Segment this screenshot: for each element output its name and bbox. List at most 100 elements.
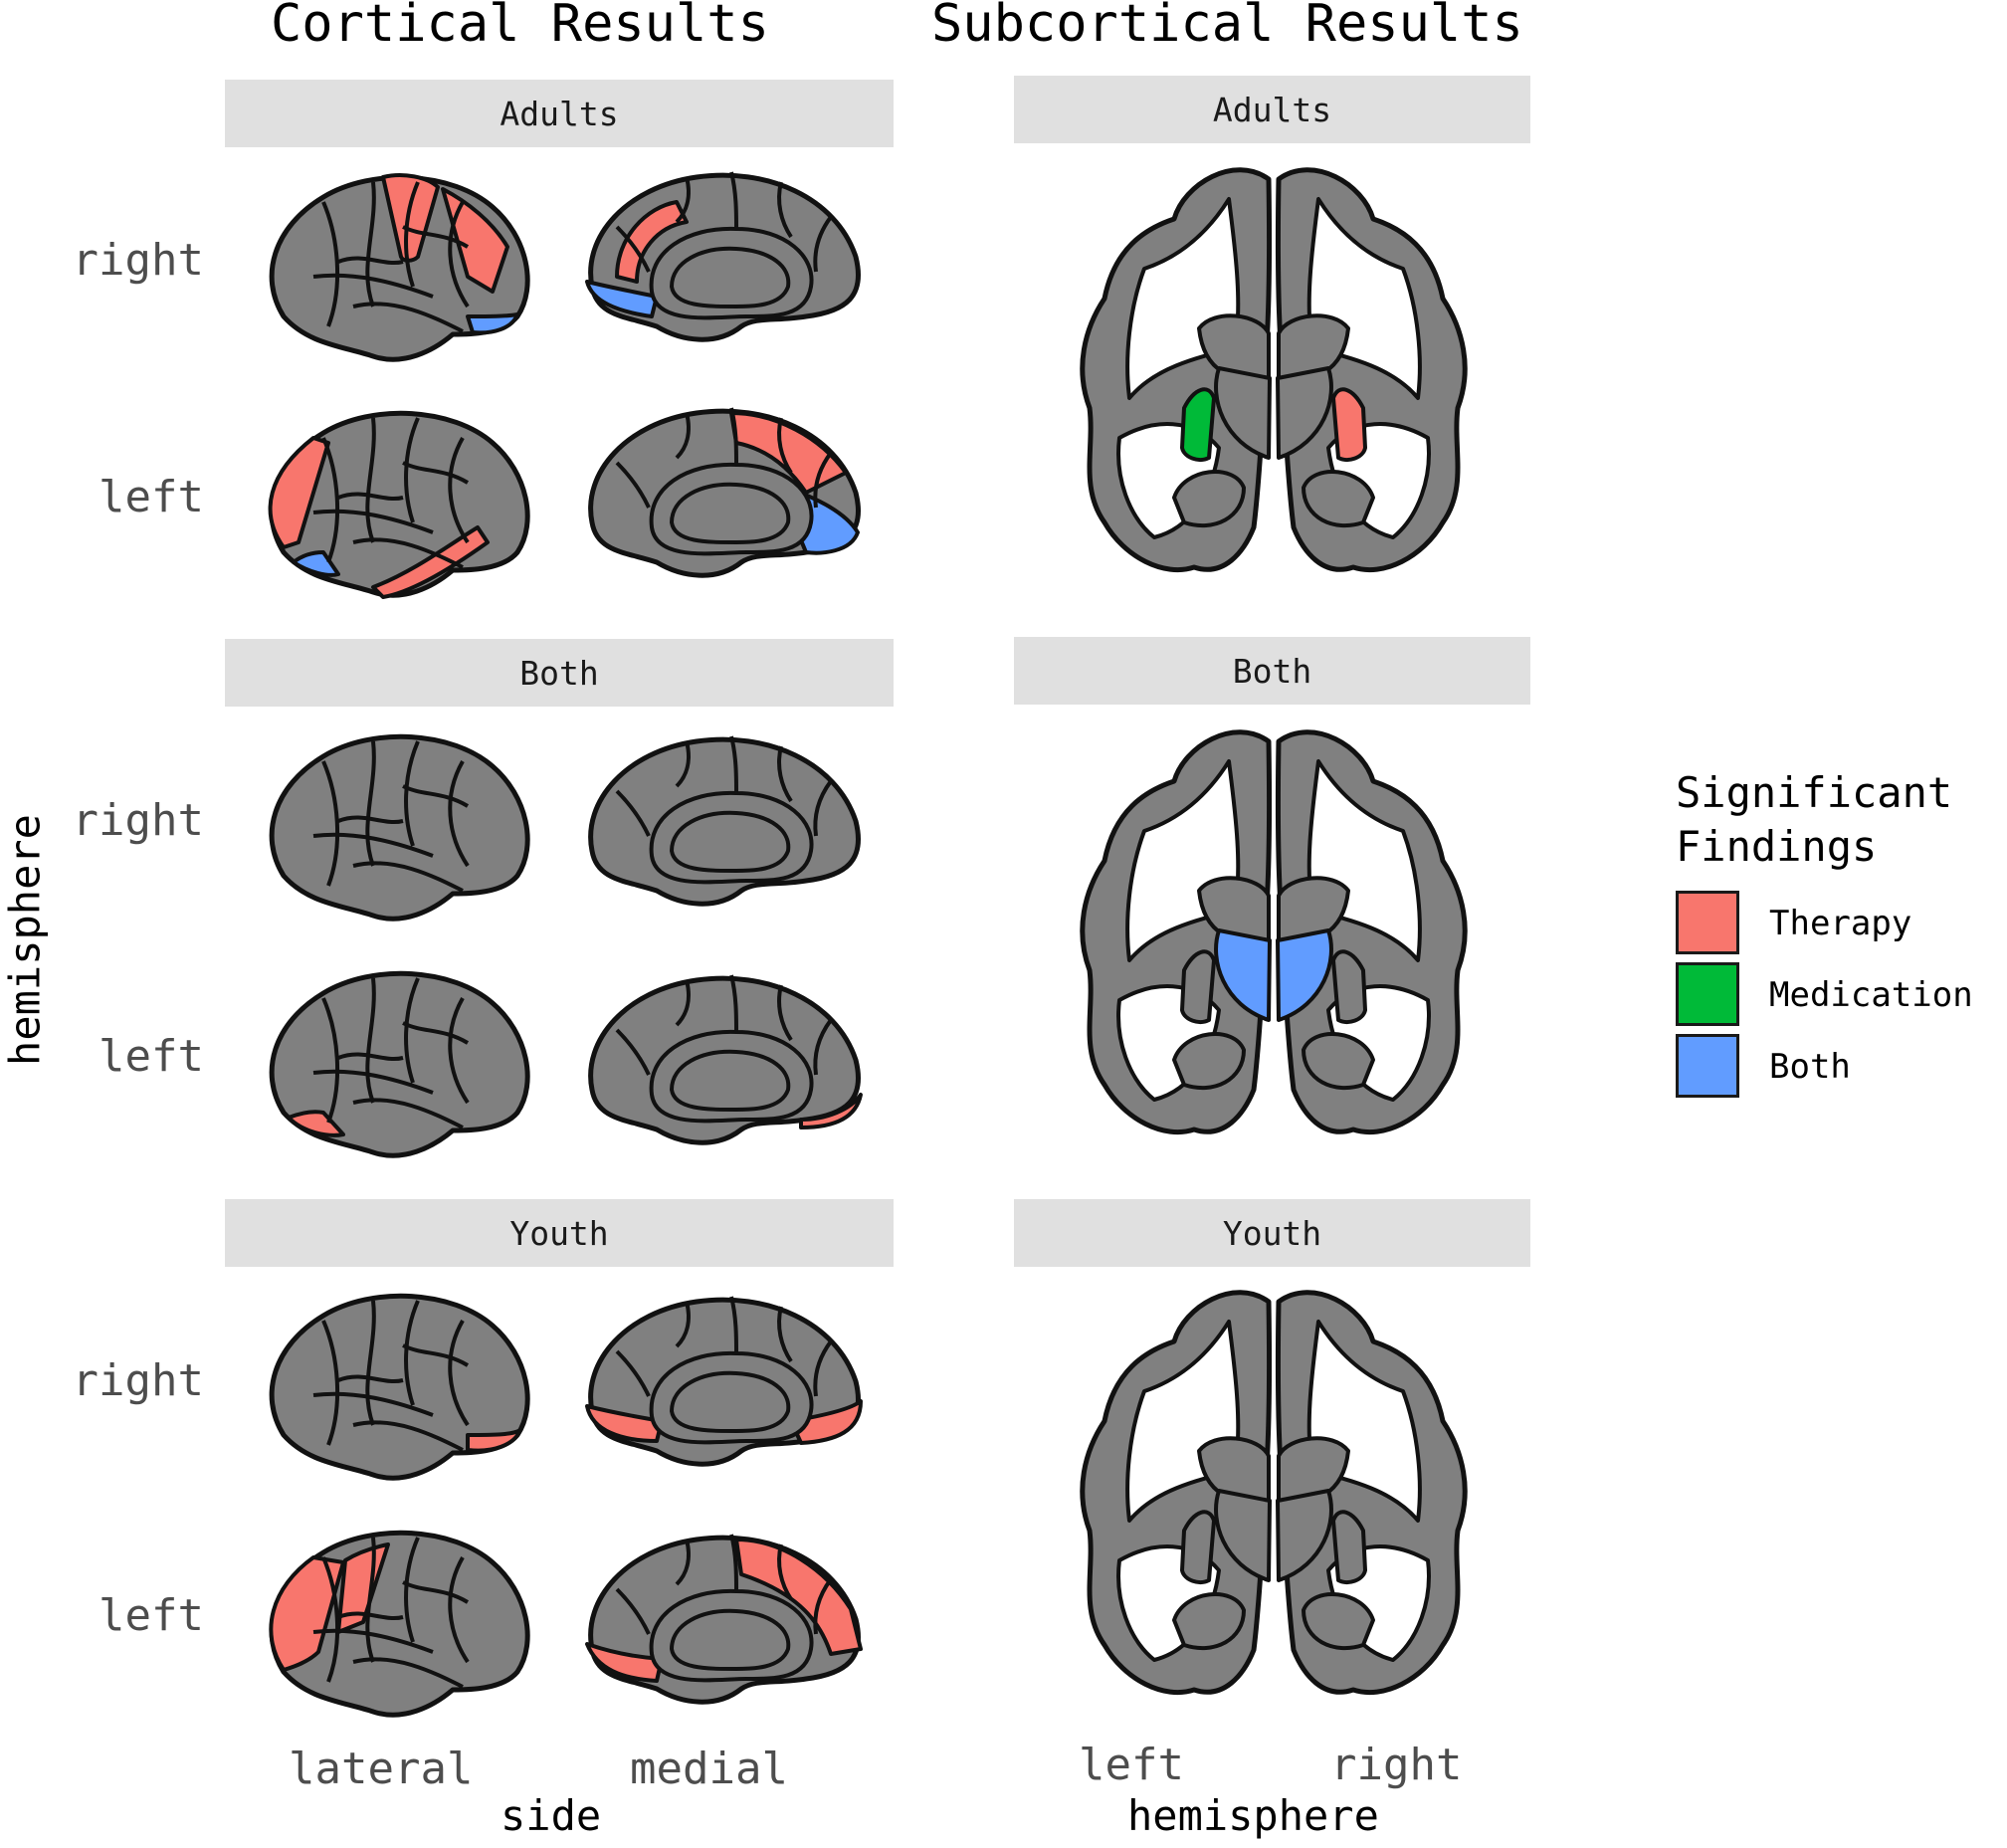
- sulcus-line-6: [337, 1611, 404, 1620]
- tick-left: left: [1079, 1740, 1184, 1790]
- strip-cortical-adults: Adults: [225, 80, 894, 147]
- sulcus-line-0: [321, 437, 340, 563]
- region-highlight: [585, 280, 659, 318]
- sulcus-line-1: [365, 740, 376, 867]
- medial-sulcus-0: [675, 740, 691, 788]
- sulcus-line-4: [312, 1391, 434, 1417]
- medial-sulcus-0: [675, 979, 691, 1027]
- subcortical-title: Subcortical Results: [931, 0, 1523, 54]
- sulcus-line-5: [352, 861, 464, 893]
- brain-adults-left-lateral: [268, 410, 530, 599]
- legend-key-therapy: [1676, 891, 1739, 954]
- cortex-outline: [269, 970, 530, 1158]
- sulcus-line-2: [404, 740, 420, 847]
- medial-sulcus-2: [777, 745, 793, 803]
- medial-sulcus-2: [777, 417, 793, 475]
- brain-youth-left-lateral: [269, 1530, 530, 1718]
- cortex-outline: [269, 1293, 530, 1481]
- strip-subcortical-youth: Youth: [1014, 1199, 1530, 1267]
- sulcus-line-4: [312, 273, 434, 299]
- hippocampus-right: [1302, 470, 1375, 528]
- medial-sulcus-3: [813, 1339, 833, 1397]
- strip-cortical-both: Both: [225, 639, 894, 707]
- legend-title-line2: Findings: [1676, 822, 1878, 871]
- medial-sulcus-1: [729, 974, 738, 1033]
- putamen-left: [1180, 387, 1216, 462]
- medial-sulcus-3: [813, 1577, 833, 1635]
- sulcus-line-2: [404, 417, 420, 523]
- brain-youth-right-medial: [585, 1296, 863, 1467]
- region-highlight: [799, 1093, 863, 1129]
- row-label-right-both: right: [72, 795, 204, 846]
- putamen-left: [1180, 949, 1216, 1024]
- region-highlight: [466, 1428, 522, 1453]
- brain-youth-right-lateral: [269, 1293, 530, 1481]
- region-highlight: [466, 312, 519, 335]
- region-highlight: [729, 411, 848, 495]
- medial-sulcus-4: [615, 461, 651, 509]
- sulcus-line-3: [448, 201, 470, 308]
- region-highlight: [789, 1399, 863, 1445]
- strip-cortical-youth: Youth: [225, 1199, 894, 1267]
- brain-both-left-lateral: [269, 970, 530, 1158]
- sulcus-line-5: [352, 537, 464, 569]
- sulcus-line-5: [352, 1098, 464, 1129]
- thalamus-right: [1276, 928, 1333, 1022]
- sulcus-line-5: [352, 1657, 464, 1689]
- subcortical-adults: [1080, 167, 1468, 573]
- medial-sulcus-4: [615, 1028, 651, 1076]
- sulcus-line-5: [352, 1420, 464, 1452]
- medial-sulcus-1: [729, 1534, 738, 1592]
- legend-label-both: Both: [1769, 1047, 1851, 1087]
- brain-both-left-medial: [588, 974, 863, 1145]
- sulcus-line-1: [365, 977, 376, 1104]
- hippocampus-right: [1302, 1032, 1375, 1091]
- sulcus-line-7: [402, 784, 470, 808]
- putamen-right: [1331, 387, 1367, 462]
- sulcus-line-1: [365, 181, 376, 308]
- sulcus-line-4: [312, 832, 434, 858]
- medial-sulcus-0: [675, 176, 691, 224]
- legend-key-medication: [1676, 962, 1739, 1026]
- subcortical-both: [1080, 729, 1468, 1135]
- sulcus-line-6: [337, 1052, 404, 1061]
- putamen-left: [1180, 1510, 1216, 1584]
- medial-sulcus-2: [777, 181, 793, 239]
- sulcus-line-0: [321, 201, 340, 327]
- hippocampus-left: [1172, 470, 1246, 528]
- medial-sulcus-2: [777, 1543, 793, 1601]
- thalamus-medial: [670, 1049, 791, 1112]
- thalamus-left: [1214, 1489, 1272, 1582]
- brain-both-right-medial: [588, 735, 862, 907]
- thalamus-medial: [670, 1608, 791, 1671]
- sulcus-line-3: [448, 760, 470, 868]
- medial-sulcus-2: [777, 984, 793, 1042]
- medial-sulcus-1: [729, 407, 738, 466]
- sulcus-line-7: [402, 461, 470, 485]
- putamen-right: [1331, 1510, 1367, 1584]
- putamen-right: [1331, 949, 1367, 1024]
- sulcus-line-0: [321, 1320, 340, 1446]
- region-highlight: [441, 187, 509, 294]
- sulcus-line-5: [352, 302, 464, 333]
- hippocampus-left: [1172, 1032, 1246, 1091]
- region-highlight: [268, 436, 330, 549]
- legend-title: Significant Findings: [1676, 766, 1952, 874]
- sulcus-line-4: [312, 1628, 434, 1654]
- sulcus-line-7: [402, 1021, 470, 1045]
- sulcus-line-6: [337, 492, 404, 501]
- subcortical-youth: [1080, 1290, 1468, 1696]
- medial-sulcus-2: [777, 1306, 793, 1363]
- sulcus-line-6: [337, 1374, 404, 1383]
- region-highlight: [287, 1110, 345, 1137]
- tick-medial: medial: [630, 1744, 788, 1794]
- medial-sulcus-4: [615, 1349, 651, 1397]
- strip-subcortical-both: Both: [1014, 637, 1530, 705]
- region-highlight: [371, 525, 490, 599]
- cortex-outline: [269, 733, 530, 922]
- brain-youth-left-medial: [585, 1534, 863, 1705]
- medial-sulcus-1: [729, 171, 738, 230]
- thalamus-right: [1276, 1489, 1333, 1582]
- medial-sulcus-0: [675, 1301, 691, 1348]
- thalamus-left: [1214, 928, 1272, 1022]
